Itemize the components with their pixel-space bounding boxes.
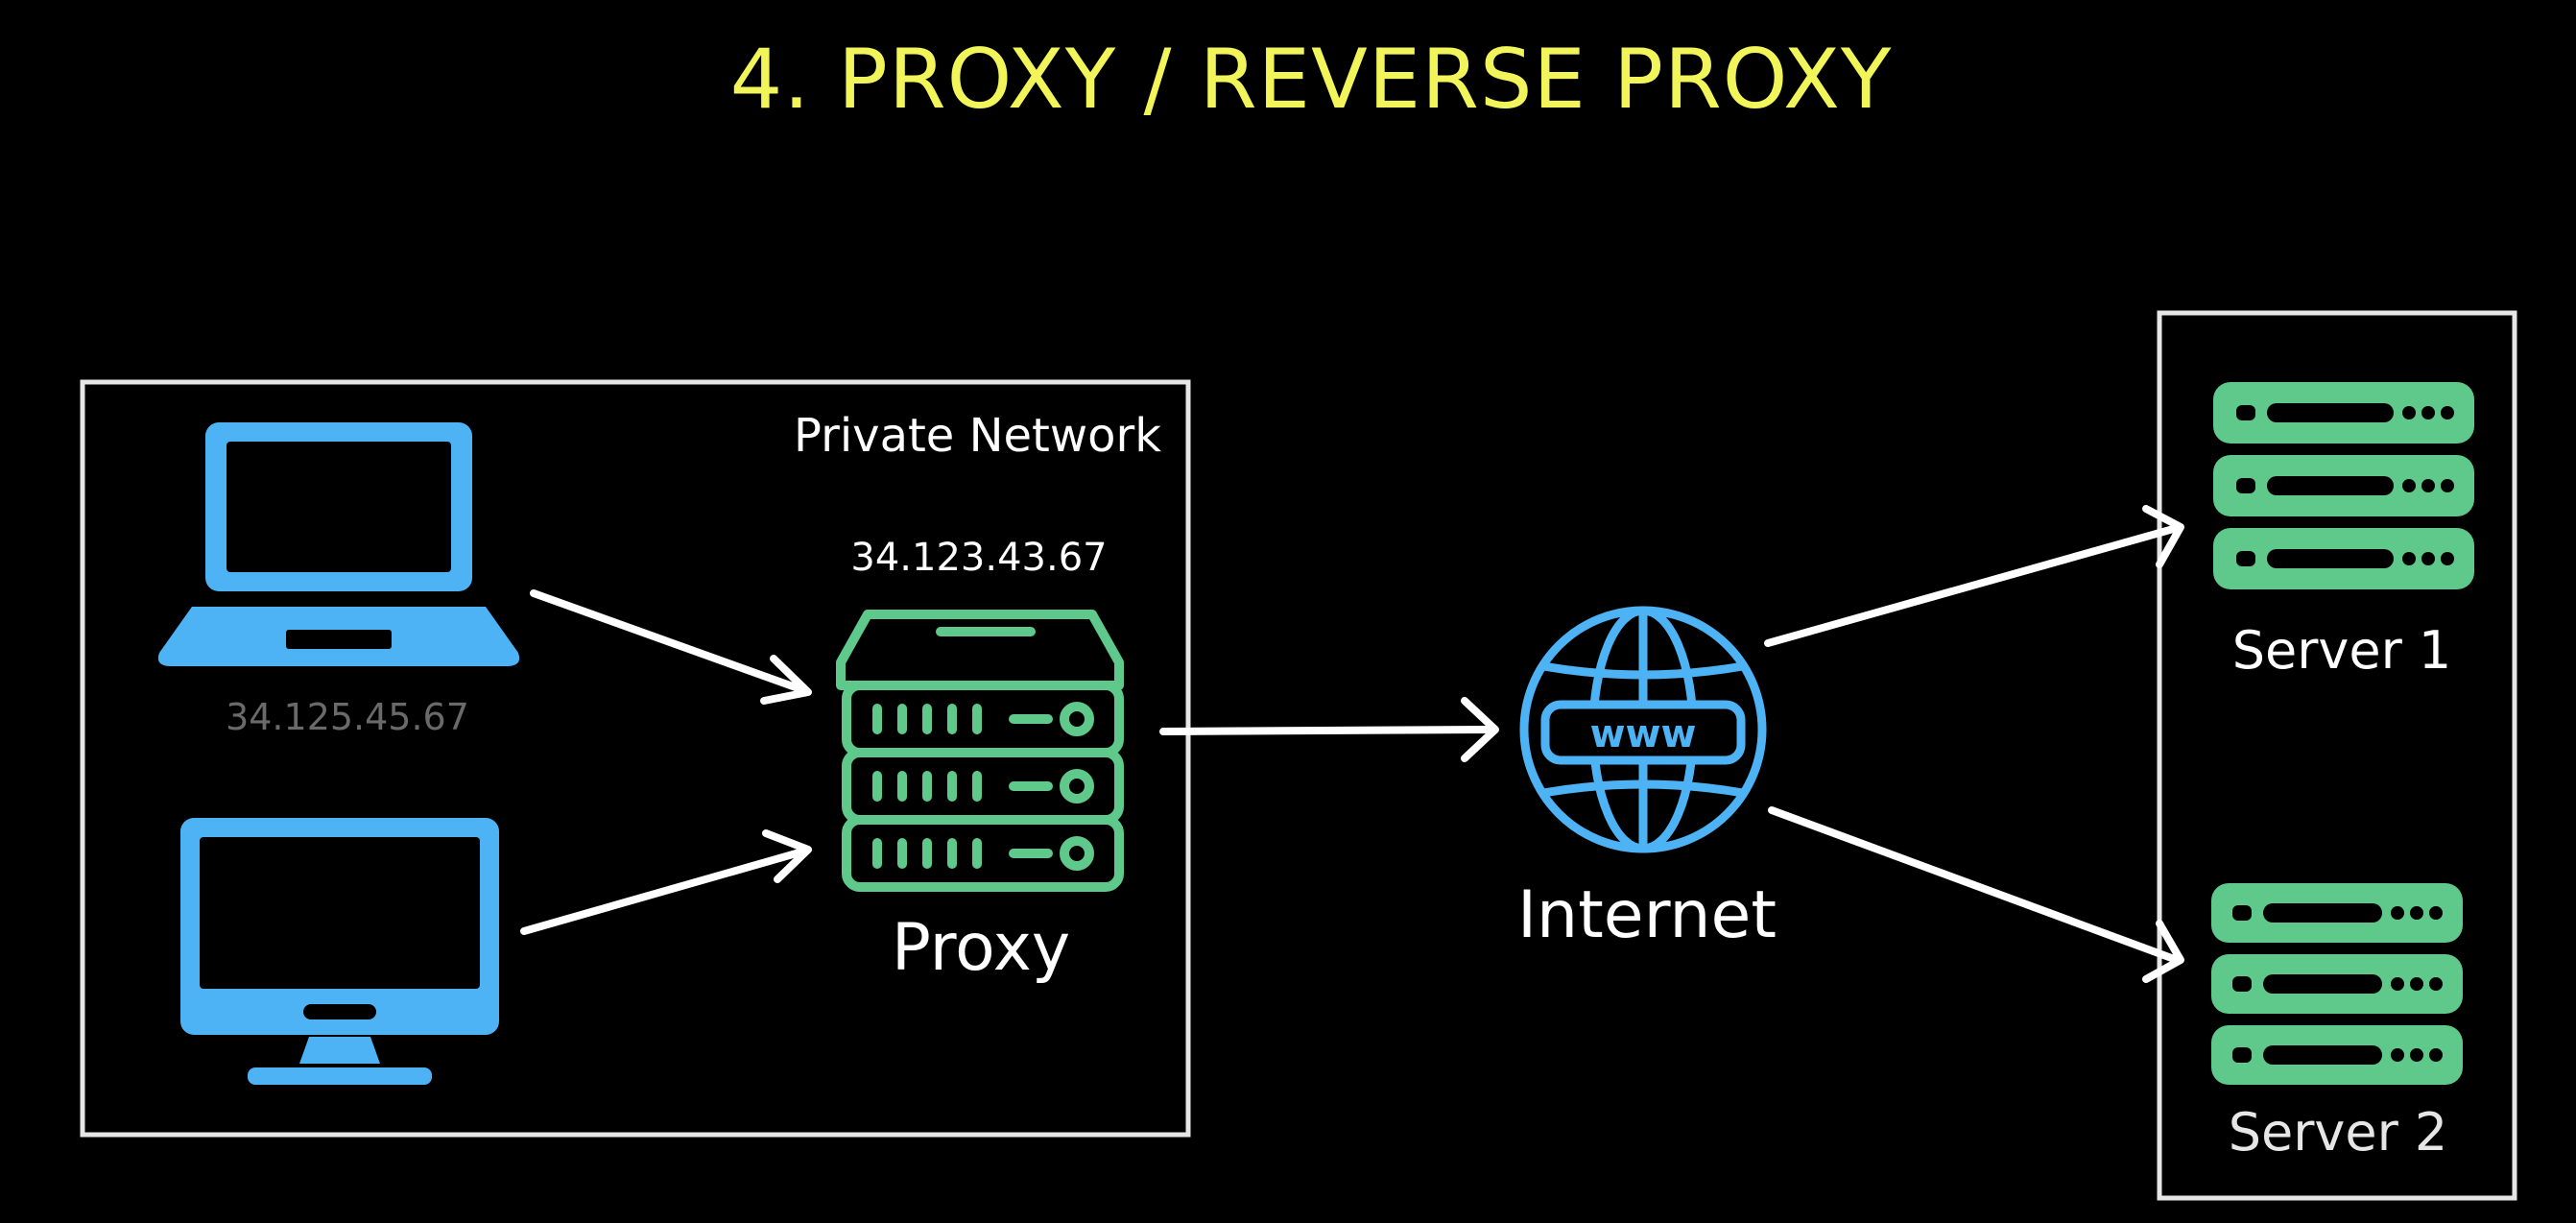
globe-www-text: www [1590,712,1697,756]
server-1-label: Server 1 [2232,620,2452,681]
arrow-proxy-to-internet [1159,697,1499,762]
arrow-internet-to-server-1 [1764,505,2184,647]
page-title: 4. PROXY / REVERSE PROXY [730,32,1893,128]
server-rack-icon [2211,883,2463,1085]
private-network-label: Private Network [794,409,1161,463]
arrow-internet-to-server-2 [1768,806,2184,983]
desktop-monitor-icon [180,818,499,1085]
arrows [520,505,2184,983]
globe-www-icon: www [1519,606,1767,853]
laptop-icon [157,422,520,666]
internet-label: Internet [1517,877,1777,953]
server-frame [2157,310,2517,1201]
arrow-laptop-to-proxy [530,589,812,705]
private-network-frame [80,379,1191,1138]
proxy-server-icon [836,610,1124,892]
proxy-ip-label: 34.123.43.67 [850,536,1107,580]
server-2-label: Server 2 [2229,1102,2448,1163]
client-ip-label: 34.125.45.67 [226,696,469,738]
server-rack-icon [2213,382,2474,589]
arrow-desktop-to-proxy [520,829,812,935]
proxy-label: Proxy [892,910,1070,986]
